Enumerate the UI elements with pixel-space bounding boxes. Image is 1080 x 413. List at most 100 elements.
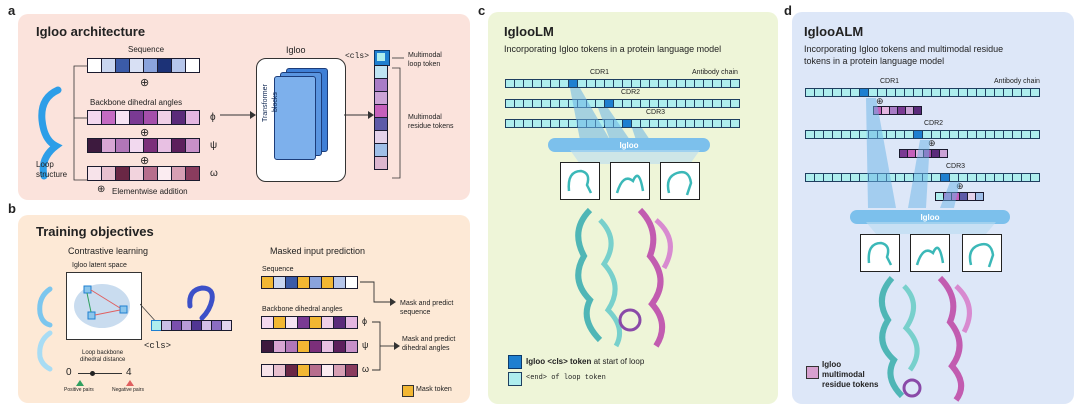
omega-symbol: ω <box>210 168 218 179</box>
panel-d-background <box>792 12 1074 404</box>
cdr3-label-c: CDR3 <box>646 109 666 116</box>
backbone-label: Backbone dihedral angles <box>90 98 183 107</box>
cls-label: <cls> <box>345 52 370 61</box>
panel-d-subtitle-1: Incorporating Igloo tokens and multimoda… <box>804 44 1004 54</box>
arrow-from-igloo <box>344 111 374 119</box>
masked-sequence-label: Sequence <box>262 266 294 273</box>
legend-cls-text: Igloo <cls> token at start of loop <box>526 357 644 366</box>
cdr-beams-d <box>866 98 960 208</box>
distance-label-2: dihedral distance <box>80 357 126 363</box>
panel-d-subtitle-2: tokens in a protein language model <box>804 56 945 66</box>
mask-token-swatch <box>402 385 414 397</box>
loop-label: Loop <box>36 160 54 169</box>
plus-icon: ⊕ <box>140 127 150 139</box>
legend-end-text: <end> of loop token <box>526 374 606 382</box>
transformer-label: Transformer <box>262 84 269 122</box>
cls-token-inner <box>377 53 385 61</box>
psi-token-row <box>87 138 200 153</box>
chain-label-d: Antibody chain <box>994 78 1040 85</box>
bracket-lines <box>73 65 88 181</box>
multimodal-res-label: Multimodal <box>408 114 442 121</box>
negative-pairs-label: Negative pairs <box>112 387 144 393</box>
psi-symbol-b: ψ <box>362 340 369 350</box>
phi-symbol-b: ϕ <box>362 316 368 326</box>
igloo-bar-c: Igloo <box>548 138 710 152</box>
phi-symbol: ϕ <box>210 112 216 123</box>
masked-omega-row <box>261 364 358 377</box>
panel-c-subtitle: Incorporating Igloo tokens in a protein … <box>504 44 722 54</box>
loop-structure-box-2 <box>610 162 650 200</box>
panel-letter-d: d <box>784 3 792 18</box>
legend-cls-swatch <box>508 355 522 369</box>
plus-icon: ⊕ <box>97 184 106 195</box>
loop-pair-icon <box>37 286 53 372</box>
mask-token-label: Mask token <box>416 386 452 393</box>
phi-token-row <box>87 110 200 125</box>
arrow-to-igloo <box>220 111 256 119</box>
cls-embedding-row <box>151 320 232 331</box>
plus-icon: ⊕ <box>140 77 150 89</box>
igloo-fanout-c <box>570 150 700 164</box>
panel-b-title: Training objectives <box>36 224 154 239</box>
chain-token <box>1030 88 1040 97</box>
psi-symbol: ψ <box>210 140 218 151</box>
panel-c-title: IglooLM <box>504 24 554 39</box>
legend-multimodal-swatch <box>806 366 819 379</box>
omega-token-row <box>87 166 200 181</box>
igloo-label: Igloo <box>286 45 306 55</box>
cdr1-label-d: CDR1 <box>880 78 900 85</box>
masked-backbone-label: Backbone dihedral angles <box>262 306 343 313</box>
panel-d-title: IglooALM <box>804 24 864 39</box>
pair-markers <box>76 380 134 386</box>
plus-icon: ⊕ <box>140 155 150 167</box>
masked-sequence-row <box>261 276 358 289</box>
mask-seq-label-1: Mask and predict <box>400 300 454 307</box>
sequence-token-row <box>87 58 200 73</box>
masked-phi-row <box>261 316 358 329</box>
antibody-structure-c <box>575 207 673 348</box>
igloo-bar-d: Igloo <box>850 210 1010 224</box>
loop-structure-box-d3 <box>962 234 1002 272</box>
cdr2-label-d: CDR2 <box>924 120 944 127</box>
plus-icon: ⊕ <box>876 96 884 106</box>
legend-multimodal-2: multimodal <box>822 370 865 379</box>
chain-token <box>730 79 740 88</box>
sequence-label: Sequence <box>128 45 165 54</box>
igloo-fanout-d <box>866 222 996 234</box>
legend-multimodal-3: residue tokens <box>822 380 879 389</box>
legend-cls-rest: at start of loop <box>591 357 645 366</box>
legend-cls-bold: Igloo <cls> token <box>526 357 592 366</box>
chain-token <box>730 99 740 108</box>
antibody-chain-row-2 <box>505 99 740 108</box>
transformer-layer-front <box>274 76 316 160</box>
distance-axis <box>78 373 122 374</box>
latent-space-label: Igloo latent space <box>72 262 127 269</box>
chain-token <box>1030 130 1040 139</box>
loop-token-label: loop token <box>408 61 441 68</box>
loop-structure-box-d2 <box>910 234 950 272</box>
plus-icon: ⊕ <box>928 138 936 148</box>
chain-label-c: Antibody chain <box>692 69 738 76</box>
panel-letter-c: c <box>478 3 486 18</box>
residue-bracket <box>392 57 404 179</box>
residue-token-column <box>374 65 388 170</box>
distance-marker <box>90 371 95 376</box>
blocks-label: blocks <box>272 92 279 112</box>
mask-dih-label-1: Mask and predict <box>402 336 456 343</box>
cdr3-label-d: CDR3 <box>946 163 966 170</box>
distance-min: 0 <box>66 367 72 378</box>
loop-structure-box-d1 <box>860 234 900 272</box>
mask-dih-label-2: dihedral angles <box>402 345 450 352</box>
residue-tokens-label: residue tokens <box>408 123 454 130</box>
arrow-mask-dih <box>372 321 400 371</box>
negative-loop-icon <box>187 285 215 321</box>
latent-space-plot <box>74 284 130 328</box>
omega-symbol-b: ω <box>362 364 370 374</box>
plus-icon: ⊕ <box>956 181 964 191</box>
cdr1-label-c: CDR1 <box>590 69 610 76</box>
masked-label: Masked input prediction <box>270 246 366 256</box>
panel-c-background <box>488 12 778 404</box>
mask-seq-label-2: sequence <box>400 309 431 316</box>
cdr2-label-c: CDR2 <box>621 89 641 96</box>
arrow-mask-seq <box>360 281 396 306</box>
